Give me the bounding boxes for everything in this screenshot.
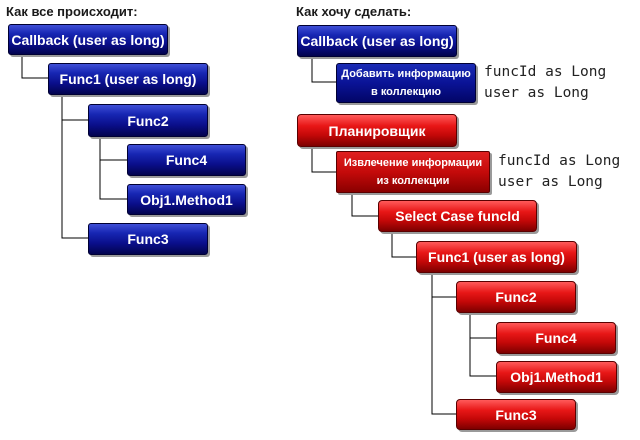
left-func4-node: Func4 <box>127 144 246 176</box>
right-obj1-method1-label: Obj1.Method1 <box>510 369 603 385</box>
left-func3-node: Func3 <box>88 223 208 255</box>
left-obj1-method1-node: Obj1.Method1 <box>127 184 246 215</box>
connector-func1-func2 <box>61 95 88 121</box>
connector-func1-func2 <box>431 273 456 298</box>
connector-func2-func4 <box>99 137 127 161</box>
connector-callback-func1 <box>21 55 48 79</box>
connector-scheduler-extract <box>311 147 336 173</box>
right-extract-info-node: Извлечение информации из коллекции <box>336 151 490 193</box>
right-obj1-method1-node: Obj1.Method1 <box>496 361 617 393</box>
connector-func2-func4 <box>469 313 496 339</box>
right-func1-label: Func1 (user as long) <box>428 249 565 265</box>
right-func3-label: Func3 <box>495 406 537 423</box>
add-info-params-note: funcId as Long user as Long <box>484 62 606 104</box>
right-select-case-node: Select Case funcId <box>378 200 537 232</box>
connector-selectcase-func1 <box>391 232 416 258</box>
right-func4-label: Func4 <box>535 330 577 346</box>
right-scheduler-node: Планировщик <box>297 114 457 147</box>
add-info-param-funcid: funcId as Long <box>484 64 607 80</box>
right-callback-label: Callback (user as long) <box>300 33 454 49</box>
extract-info-params-note: funcId as Long user as Long <box>498 151 620 193</box>
right-func4-node: Func4 <box>496 322 616 354</box>
left-func3-label: Func3 <box>127 231 169 247</box>
right-extract-info-label: Извлечение информации из коллекции <box>343 157 483 187</box>
connector-func1-func3 <box>61 120 88 239</box>
add-info-param-user: user as Long <box>484 85 589 101</box>
left-func2-node: Func2 <box>88 104 208 137</box>
left-obj1-method1-label: Obj1.Method1 <box>140 191 233 208</box>
right-select-case-label: Select Case funcId <box>395 208 520 224</box>
right-scheduler-label: Планировщик <box>328 122 426 139</box>
connector-func2-obj1 <box>99 160 127 200</box>
right-func1-node: Func1 (user as long) <box>416 241 577 273</box>
left-callback-label: Callback (user as long) <box>11 31 165 48</box>
left-func1-label: Func1 (user as long) <box>59 71 197 87</box>
left-heading: Как все происходит: <box>6 4 138 19</box>
right-func2-node: Func2 <box>456 281 576 313</box>
connector-extract-selectcase <box>351 193 378 217</box>
extract-info-param-funcid: funcId as Long <box>498 153 621 169</box>
left-func1-node: Func1 (user as long) <box>48 63 208 95</box>
right-add-info-label: Добавить информацию в коллекцию <box>341 68 471 98</box>
connector-func2-obj1 <box>469 338 496 377</box>
right-func2-label: Func2 <box>495 289 537 305</box>
right-heading: Как хочу сделать: <box>296 4 412 19</box>
right-func3-node: Func3 <box>456 399 576 430</box>
left-callback-node: Callback (user as long) <box>8 24 168 55</box>
extract-info-param-user: user as Long <box>498 174 603 190</box>
right-callback-node: Callback (user as long) <box>297 25 457 57</box>
connector-func1-func3 <box>431 297 456 415</box>
right-add-info-node: Добавить информацию в коллекцию <box>336 63 476 103</box>
left-func2-label: Func2 <box>127 112 169 129</box>
left-func4-label: Func4 <box>165 152 208 168</box>
connector-callback-addinfo <box>311 57 336 83</box>
